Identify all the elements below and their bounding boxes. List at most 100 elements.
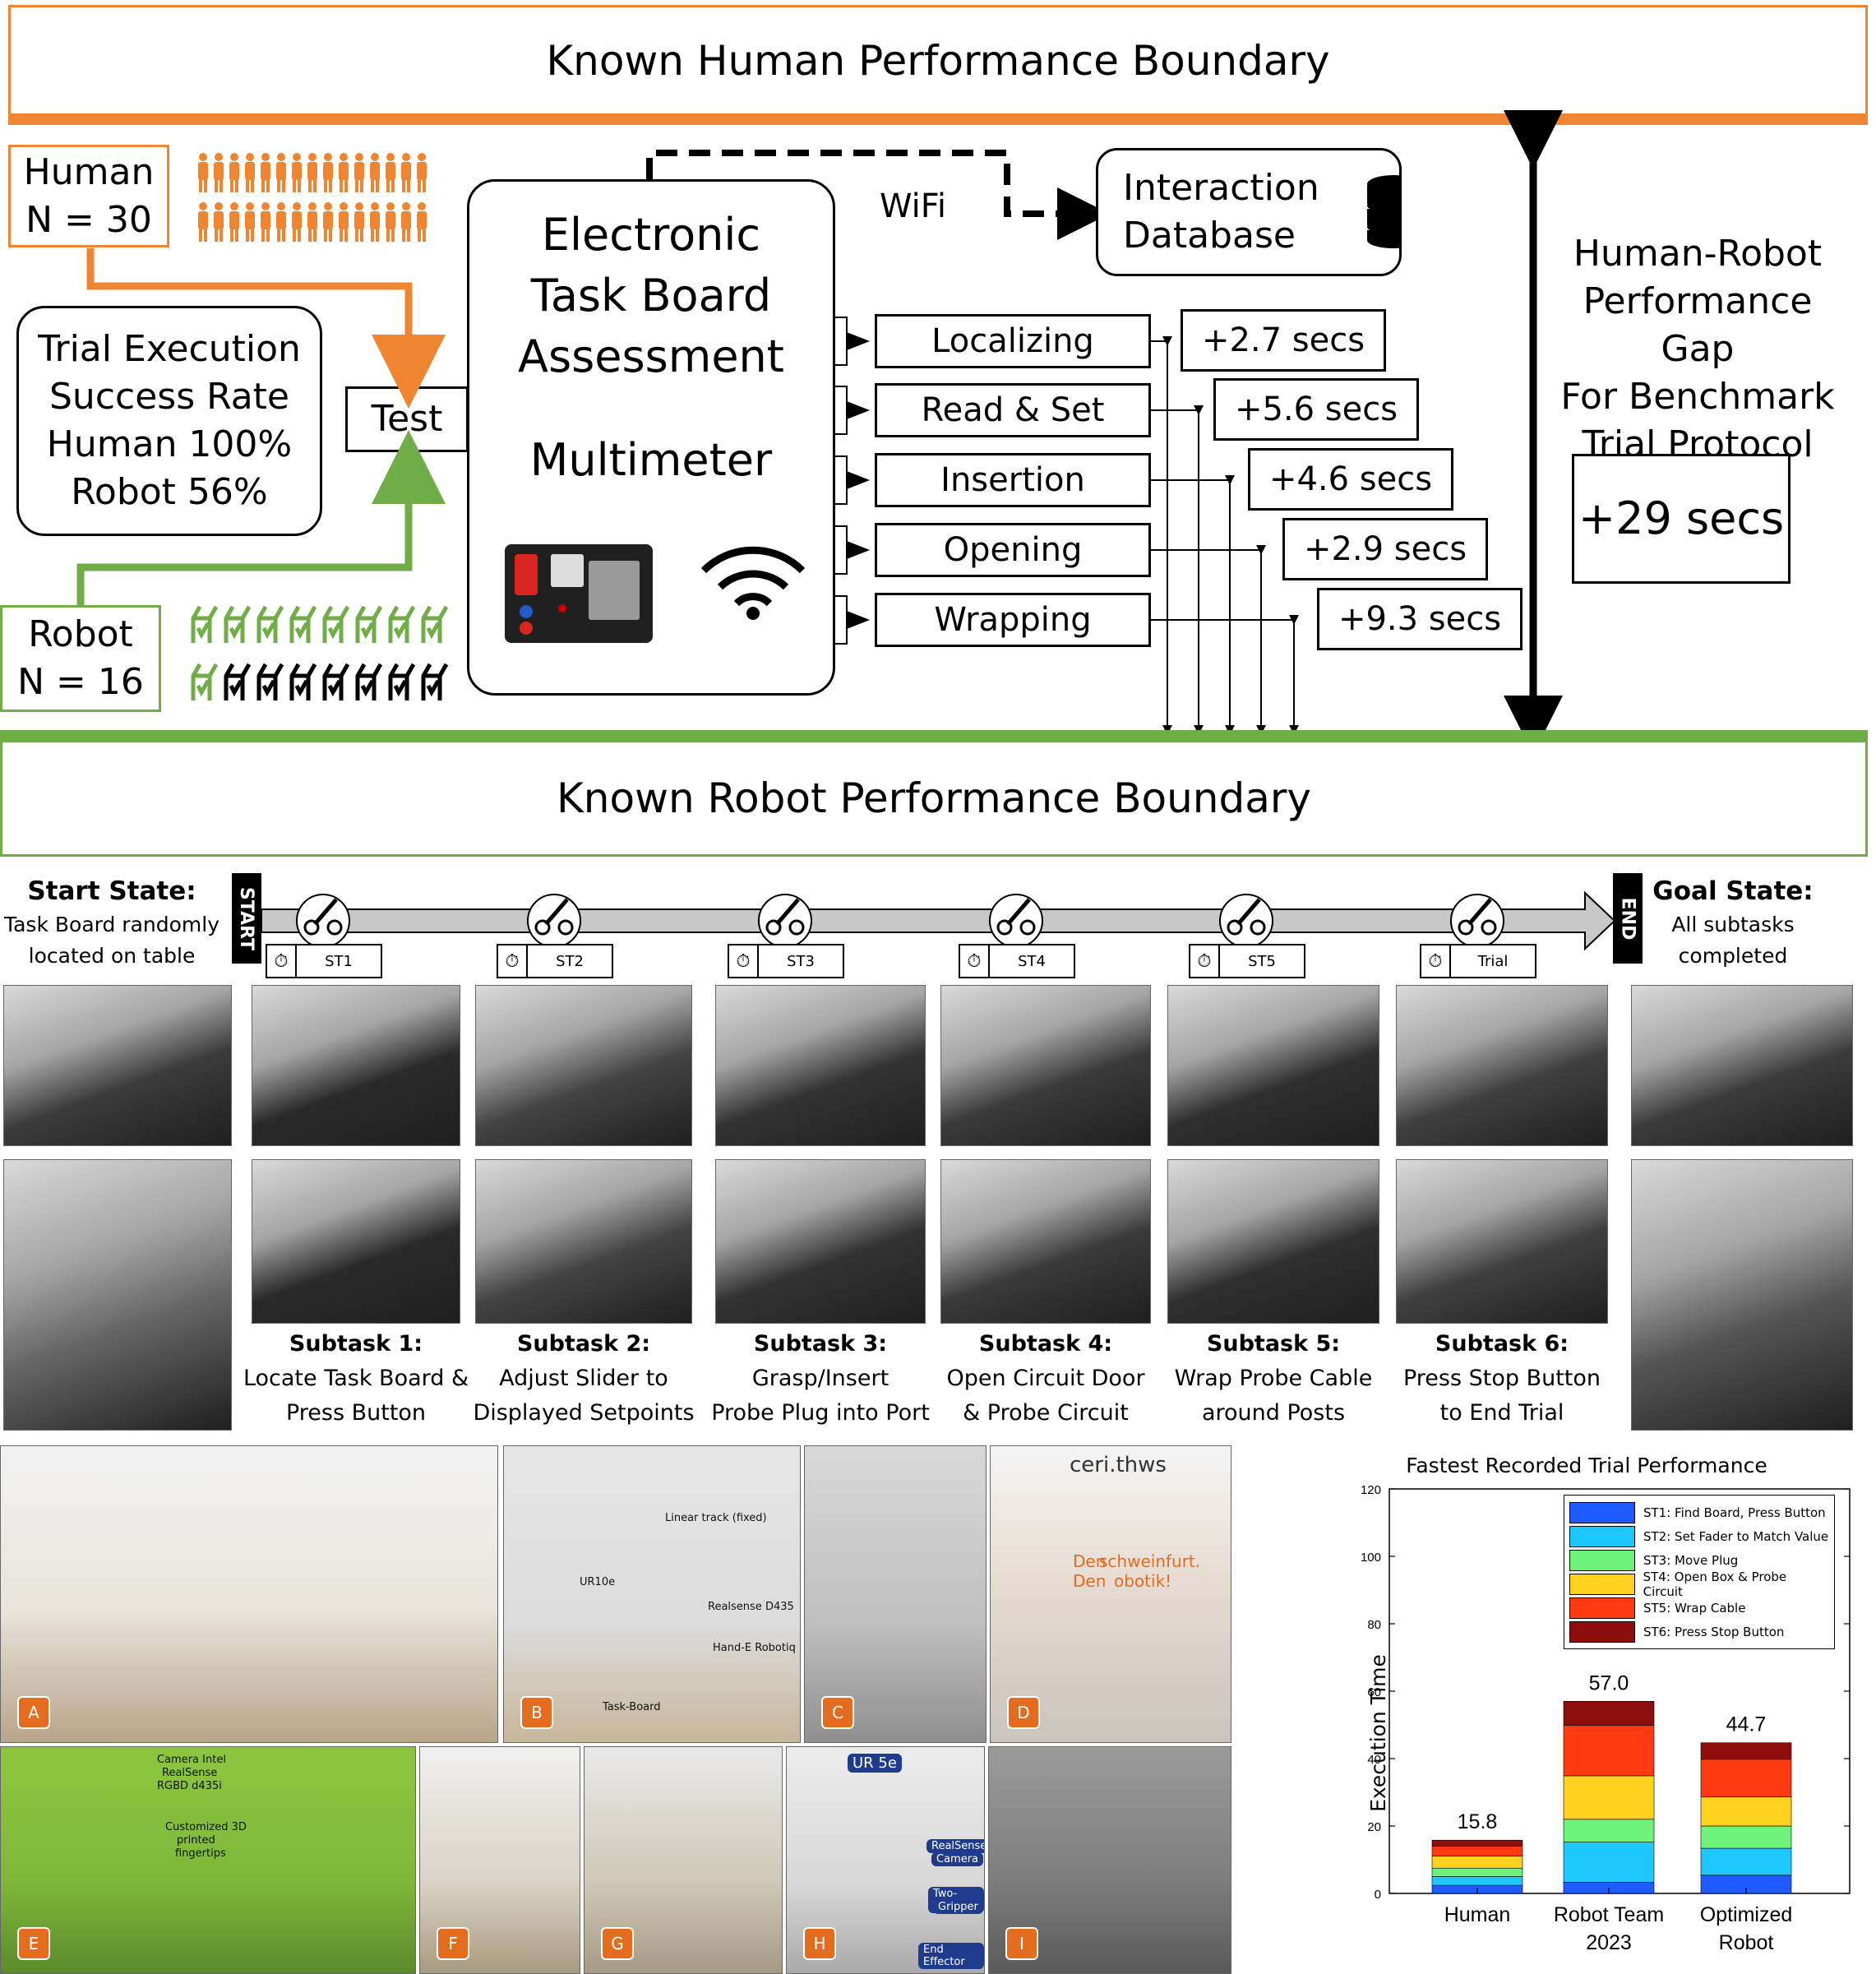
database-icon <box>1366 175 1399 248</box>
subtask-2-human-photo <box>475 985 692 1146</box>
timeline-marker-1: ⏱ST1 <box>266 944 382 978</box>
person-icon <box>229 202 239 242</box>
subtask-1-caption: Subtask 1:Locate Task Board &Press Butto… <box>240 1327 472 1431</box>
person-icon <box>339 153 349 192</box>
task-1-delta-box: +2.7 secs <box>1181 309 1386 372</box>
robot-gripper-icon <box>256 605 284 643</box>
robot-gripper-icon <box>421 605 449 643</box>
x-category-label: 2023 <box>1586 1931 1632 1954</box>
legend-swatch <box>1569 1597 1635 1619</box>
start-state-title: Start State: <box>27 876 196 906</box>
photo-annotation: Den <box>1073 1551 1107 1571</box>
photo-label: G <box>601 1927 634 1960</box>
goal-state-title: Goal State: <box>1652 876 1814 906</box>
subtask-4-caption: Subtask 4:Open Circuit Door& Probe Circu… <box>929 1327 1162 1431</box>
task-delta: +5.6 secs <box>1234 391 1398 428</box>
end-tag-label: END <box>1617 897 1638 940</box>
subtask-title: Subtask 5: <box>1206 1331 1341 1357</box>
photo-content <box>476 1160 691 1323</box>
robot-boundary-label: Known Robot Performance Boundary <box>557 774 1311 822</box>
photo-label: A <box>17 1696 50 1729</box>
bar-segment <box>1700 1825 1792 1849</box>
task-5-box: Wrapping <box>875 593 1151 647</box>
task-delta: +4.6 secs <box>1268 460 1433 498</box>
gap-line-1: Human-Robot <box>1573 233 1823 275</box>
human-box: Human N = 30 <box>8 145 169 247</box>
person-icon <box>417 153 427 192</box>
photo-label: I <box>1005 1927 1038 1960</box>
legend-swatch <box>1569 1573 1635 1595</box>
robot-label: Robot <box>28 613 133 655</box>
photo-content <box>1168 986 1379 1145</box>
bar-segment <box>1431 1876 1523 1886</box>
robot-gripper-icon <box>191 605 219 643</box>
subtask-desc-1: Press Stop Button <box>1402 1366 1601 1391</box>
person-icon <box>245 153 255 192</box>
timeline-marker-label: ST2 <box>556 952 584 970</box>
task-name: Read & Set <box>921 391 1105 429</box>
robot-box: Robot N = 16 <box>0 605 161 712</box>
subtask-desc-1: Wrap Probe Cable <box>1174 1366 1373 1391</box>
robot-gripper-icon <box>355 663 383 700</box>
start-state-desc-2: located on table <box>28 944 196 968</box>
y-tick-label: 20 <box>1367 1820 1381 1834</box>
timeline-switch-icon <box>989 894 1043 948</box>
connector-lines <box>76 110 1563 740</box>
bar-segment <box>1563 1775 1655 1820</box>
robot-setup-photo-a: A <box>0 1445 498 1743</box>
task-delta: +2.9 secs <box>1303 530 1467 568</box>
timeline-marker-label: Trial <box>1477 952 1509 970</box>
task-2-delta-box: +5.6 secs <box>1213 378 1419 441</box>
photo-annotation: Realsense D435 <box>708 1601 794 1613</box>
goal-state-desc-2: completed <box>1678 944 1788 968</box>
y-tick-label: 0 <box>1375 1888 1381 1902</box>
photo-annotation: fingertips <box>175 1847 226 1860</box>
photo-annotation: ceri.thws <box>1070 1453 1167 1477</box>
x-category-label: Optimized <box>1700 1903 1793 1926</box>
task-delta-lines <box>835 317 1299 735</box>
y-tick-label: 100 <box>1361 1551 1381 1565</box>
stopwatch-icon: ⏱ <box>960 945 990 977</box>
database-line-1: Interaction <box>1123 167 1319 209</box>
board-title-2: Task Board <box>530 270 772 321</box>
subtask-3-robot-photo <box>715 1159 926 1324</box>
person-icon <box>354 153 364 192</box>
robot-setup-photo-g: G <box>584 1746 783 1974</box>
photo-annotation: obotik! <box>1114 1571 1172 1591</box>
photo-label: B <box>520 1696 553 1729</box>
subtask-5-caption: Subtask 5: Wrap Probe Cable around Posts <box>1156 1327 1391 1431</box>
robot-setup-photo-c: C <box>804 1445 987 1743</box>
legend-label: ST3: Move Plug <box>1643 1552 1739 1568</box>
robot-gripper-icon <box>388 663 416 700</box>
subtask-4-robot-photo <box>940 1159 1151 1324</box>
start-tag: START <box>232 873 261 964</box>
robot-gripper-icon <box>256 663 284 700</box>
photo-content <box>941 986 1150 1145</box>
legend-swatch <box>1569 1620 1635 1643</box>
robot-gripper-icon <box>289 605 317 643</box>
task-connector <box>835 455 1235 735</box>
stopwatch-icon: ⏱ <box>1421 945 1451 977</box>
subtask-desc-2: around Posts <box>1201 1400 1346 1426</box>
timeline-marker-6: ⏱ Trial <box>1420 944 1536 978</box>
robot-boundary-bar <box>0 730 1868 742</box>
robot-gripper-icon <box>388 605 416 643</box>
subtask-5-robot-photo <box>1167 1159 1379 1324</box>
start-state-robot-photo <box>3 1159 232 1431</box>
x-category-label: Robot <box>1719 1931 1774 1954</box>
task-connector <box>835 317 1172 735</box>
trial-line-2: Success Rate <box>49 376 289 418</box>
subtask-6-human-photo <box>1396 985 1608 1146</box>
legend-swatch <box>1569 1501 1635 1523</box>
photo-content <box>716 986 925 1145</box>
legend-label: ST5: Wrap Cable <box>1643 1600 1746 1616</box>
human-icons <box>198 153 427 242</box>
robot-gripper-icon <box>322 663 350 700</box>
timeline-marker-2: ⏱ST2 <box>497 944 613 978</box>
person-icon <box>292 153 302 192</box>
